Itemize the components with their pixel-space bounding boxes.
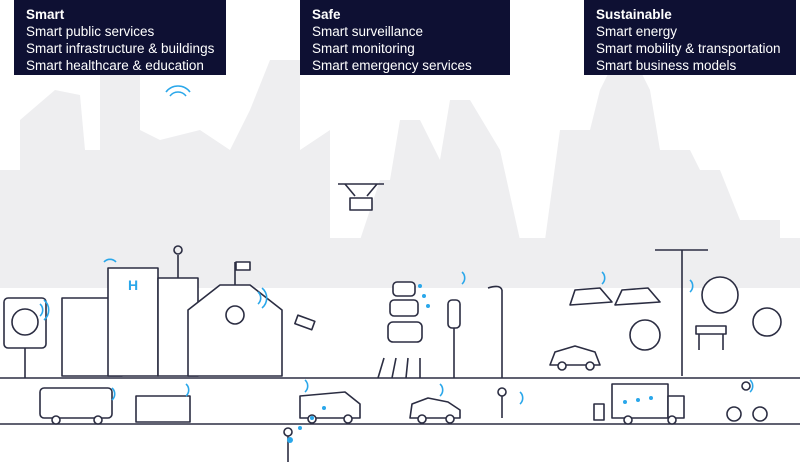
surveillance-camera-icon — [294, 314, 316, 331]
sustainable-category-box: Sustainable Smart energy Smart mobility … — [584, 0, 796, 75]
park-bench-icon — [695, 325, 727, 350]
pedestrian-icon — [283, 427, 293, 462]
crosswalk-icon — [377, 357, 421, 379]
police-officer-icon — [497, 387, 507, 418]
city-skyline — [0, 60, 800, 288]
bus-icon — [39, 387, 113, 425]
sustainable-item: Smart energy — [596, 24, 678, 39]
safe-item: Smart monitoring — [312, 41, 415, 56]
hospital-sign: H — [128, 277, 138, 293]
traffic-light-icon — [447, 299, 461, 378]
smart-category-box: Smart Smart public services Smart infras… — [14, 0, 226, 75]
sustainable-item: Smart business models — [596, 58, 737, 73]
sustainable-item: Smart mobility & transportation — [596, 41, 781, 56]
smart-item: Smart public services — [26, 24, 155, 39]
cyclist-icon — [726, 381, 768, 422]
smart-title: Smart — [26, 7, 65, 22]
sustainable-title: Sustainable — [596, 7, 672, 22]
drone-icon — [338, 183, 384, 211]
garbage-truck-icon — [611, 383, 685, 425]
smart-item: Smart healthcare & education — [26, 58, 204, 73]
safe-title: Safe — [312, 7, 341, 22]
data-flow-dots — [287, 284, 653, 443]
smart-parking-cars-icon — [569, 287, 661, 306]
wireless-signal-icons — [39, 85, 754, 405]
bus-stop-icon — [135, 395, 191, 423]
electric-car-icon — [549, 345, 601, 371]
traffic-cars-icon — [387, 281, 423, 343]
street-lamp-icon — [487, 285, 503, 378]
smart-item: Smart infrastructure & buildings — [26, 41, 215, 56]
hospital-building-icon — [61, 245, 199, 377]
safe-item: Smart surveillance — [312, 24, 424, 39]
park-trees-icon — [629, 276, 782, 351]
ambulance-icon — [299, 391, 361, 424]
safe-item: Smart emergency services — [312, 58, 472, 73]
bin-icon — [593, 403, 605, 421]
safe-category-box: Safe Smart surveillance Smart monitoring… — [300, 0, 510, 75]
smart-lamp-post-icon — [655, 249, 708, 376]
school-building-icon — [187, 261, 283, 377]
info-kiosk-icon — [3, 297, 47, 378]
police-car-icon — [409, 397, 461, 424]
